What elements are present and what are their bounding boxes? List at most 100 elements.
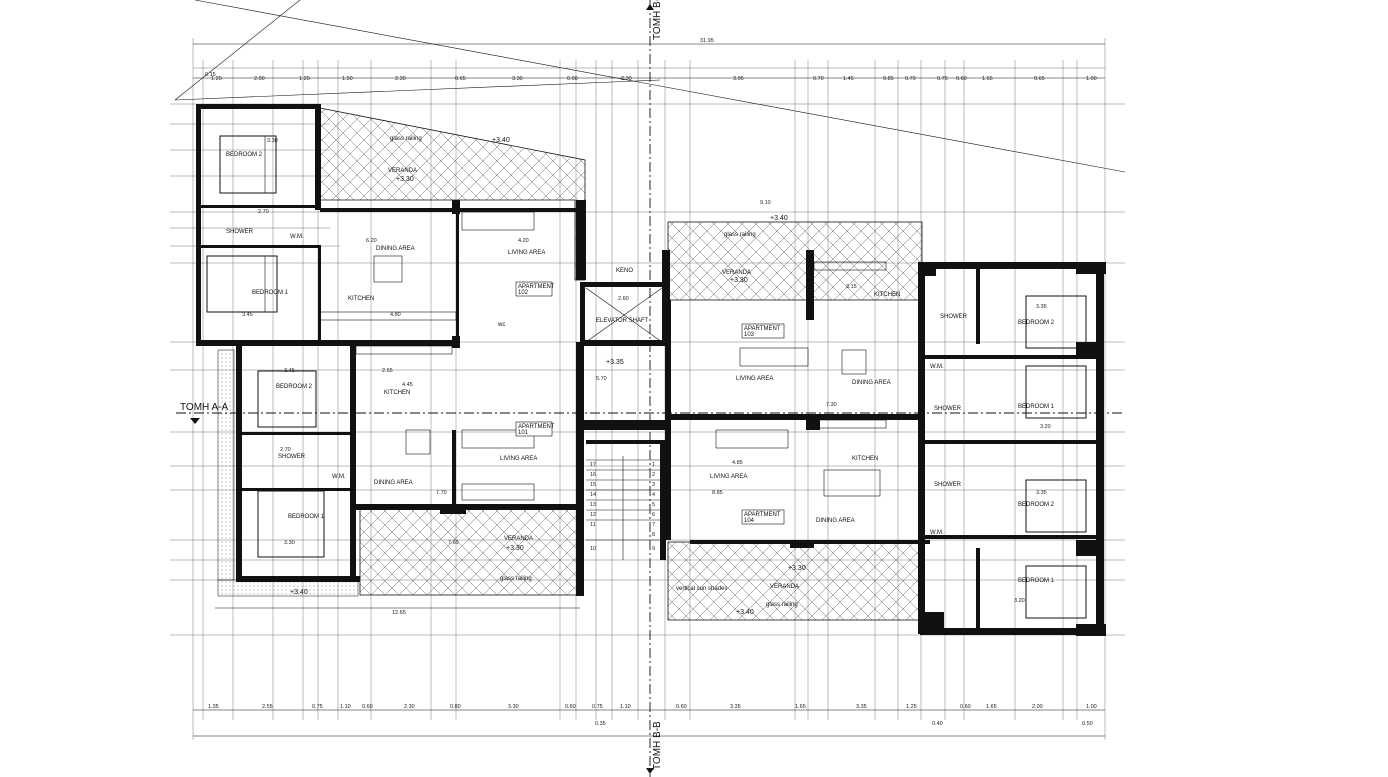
- stair-9: 9: [652, 546, 655, 552]
- bottom-dim-18: 1.65: [986, 704, 997, 710]
- r-bedroom2-top-dim: 3.35: [1036, 304, 1047, 310]
- bottom-dim-19: 2.00: [1032, 704, 1043, 710]
- apartment-101-label: APARTMENT: [518, 424, 555, 430]
- section-bb-top-label: TOMH B-: [652, 0, 663, 40]
- tl-dining-dim: 6.20: [366, 238, 377, 244]
- r-bedroom1-top-label: BEDROOM 1: [1018, 404, 1055, 410]
- stair-numbers: 17 16 15 14 13 12 11 10 1 2 3 4 5 6 7 8 …: [590, 462, 655, 552]
- r-living-dim1: 4.85: [732, 460, 743, 466]
- top-dim-8: 3.30: [512, 76, 523, 82]
- top-dim-9: 0.60: [567, 76, 578, 82]
- r-kitchen-bottom-label: KITCHEN: [852, 456, 878, 462]
- bl-dining-label: DINING AREA: [374, 480, 413, 486]
- bl-bedroom2-dim: 3.45: [284, 368, 295, 374]
- r-wm-bottom-label: W.M.: [930, 530, 944, 536]
- stair-3: 3: [652, 482, 655, 488]
- bl-kitchen-dim: 2.65: [382, 368, 393, 374]
- bl-wm-label: W.M.: [332, 474, 346, 480]
- bottom-dim-9: 0.60: [565, 704, 576, 710]
- stair-12: 12: [590, 512, 596, 518]
- bl-living-label: LIVING AREA: [500, 456, 537, 462]
- tl-glass-railing: glass railing: [390, 136, 422, 142]
- r-veranda-top-level: +3.30: [730, 277, 748, 284]
- r-veranda-top-railing: glass railing: [724, 232, 756, 238]
- top-dim-2: 1.20: [211, 76, 222, 82]
- bottom-dim-small-2: 0.40: [932, 721, 943, 727]
- bl-bedroom2-label: BEDROOM 2: [276, 384, 313, 390]
- furniture: [206, 135, 1087, 619]
- bottom-dim-7: 0.80: [450, 704, 461, 710]
- apartment-103-label: APARTMENT: [744, 326, 781, 332]
- top-dim-6: 2.30: [395, 76, 406, 82]
- top-dim-7: 0.65: [455, 76, 466, 82]
- r-bedroom2-bottom-dim: 3.35: [1036, 490, 1047, 496]
- top-dim-14: 0.85: [883, 76, 894, 82]
- tl-kitchen-label: KITCHEN: [348, 296, 374, 302]
- section-axes: [176, 0, 1125, 777]
- tl-living-label: LIVING AREA: [508, 250, 545, 256]
- tl-shower-label: SHOWER: [226, 229, 254, 235]
- r-living-bottom-label: LIVING AREA: [710, 474, 747, 480]
- bottom-dimension-chain: 1.35 2.55 0.75 1.10 0.60 2.30 0.80 3.30 …: [193, 607, 1105, 737]
- bottom-dim-16: 1.25: [906, 704, 917, 710]
- bottom-dim-14: 1.65: [795, 704, 806, 710]
- section-aa-label: TOMH A-A: [180, 402, 228, 413]
- bl-veranda-label: VERANDA: [504, 536, 533, 542]
- bl-dining-h-dim: 7.70: [436, 490, 447, 496]
- tl-bedroom1-label: BEDROOM 1: [252, 290, 289, 296]
- tl-level-top: +3.40: [492, 137, 510, 144]
- exterior-walls: [196, 104, 1106, 636]
- bl-shower-label: SHOWER: [278, 454, 306, 460]
- bl-bedroom1-dim: 3.30: [284, 540, 295, 546]
- stair-5: 5: [652, 502, 655, 508]
- elevator-dim: 2.60: [618, 296, 629, 302]
- sun-shades-label: vertical sun shades: [676, 586, 727, 592]
- top-dim-10: 2.30: [621, 76, 632, 82]
- top-dim-16: 0.75: [937, 76, 948, 82]
- r-bedroom2-top-label: BEDROOM 2: [1018, 320, 1055, 326]
- bottom-dim-11: 1.10: [620, 704, 631, 710]
- r-veranda-dim: 9.10: [760, 200, 771, 206]
- bottom-dim-1: 1.35: [208, 704, 219, 710]
- r-living-dim2: 8.85: [712, 490, 723, 496]
- bl-veranda-level: +3.30: [506, 545, 524, 552]
- apartment-102-label: APARTMENT: [518, 284, 555, 290]
- tl-dining-label: DINING AREA: [376, 246, 415, 252]
- bottom-dim-small-1: 0.35: [595, 721, 606, 727]
- dimension-grid-horizontal: [170, 103, 1125, 636]
- overall-width-dim: 31.95: [700, 38, 714, 44]
- bl-shower-dim: 2.70: [280, 447, 291, 453]
- bottom-dim-10: 0.75: [592, 704, 603, 710]
- keno-label: KENO: [616, 268, 633, 274]
- r-veranda-top-label: VERANDA: [722, 270, 751, 276]
- top-dim-13: 1.45: [843, 76, 854, 82]
- landing-level: +3.35: [606, 359, 624, 366]
- landing-dim: 5.70: [596, 376, 607, 382]
- r-shower-top-label: SHOWER: [940, 314, 968, 320]
- bl-bedroom1-label: BEDROOM 1: [288, 514, 325, 520]
- bottom-dim-15: 3.35: [856, 704, 867, 710]
- bottom-dim-20: 1.00: [1086, 704, 1097, 710]
- r-wm-label: W.M.: [930, 364, 944, 370]
- bl-veranda-dim: 7.60: [448, 540, 459, 546]
- top-dim-20: 1.00: [1086, 76, 1097, 82]
- bottom-dim-2: 2.55: [262, 704, 273, 710]
- apartment-102-number: 102: [518, 290, 529, 296]
- section-bb-bottom-label: TOMH B-B: [652, 721, 663, 770]
- stair-1: 1: [652, 462, 655, 468]
- bottom-dim-5: 0.60: [362, 704, 373, 710]
- bottom-dim-6: 2.30: [404, 704, 415, 710]
- stair-7: 7: [652, 522, 655, 528]
- tl-bedroom2-label: BEDROOM 2: [226, 152, 263, 158]
- r-veranda-bottom-label: VERANDA: [770, 584, 799, 590]
- tl-bedroom1-dim: 3.45: [242, 312, 253, 318]
- verandas: [217, 107, 923, 621]
- r-shower-mid-label: SHOWER: [934, 406, 962, 412]
- top-dim-5: 1.50: [342, 76, 353, 82]
- bottom-dim-3: 0.75: [312, 704, 323, 710]
- tl-bedroom2-dim: 3.30: [267, 138, 278, 144]
- top-dim-18: 1.65: [982, 76, 993, 82]
- bottom-dim-small-3: 0.50: [1082, 721, 1093, 727]
- r-veranda-bottom-level: +3.30: [788, 565, 806, 572]
